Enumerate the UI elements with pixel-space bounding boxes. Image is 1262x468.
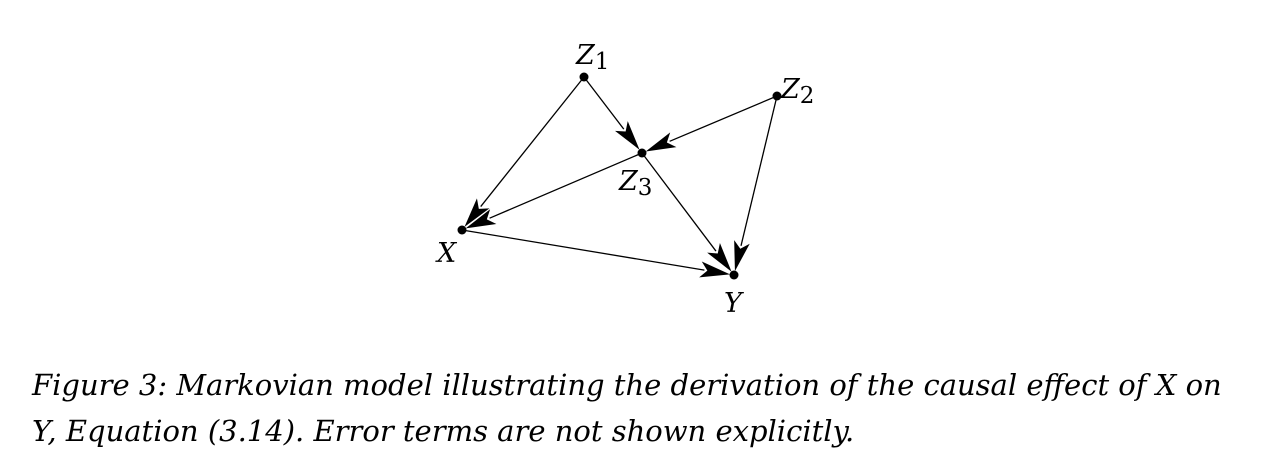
edges-group [461, 76, 778, 278]
node-y [729, 270, 739, 280]
node-label-z2: Z2 [780, 74, 814, 109]
figure-caption: Figure 3: Markovian model illustrating t… [32, 362, 1242, 454]
arrowhead-z1-to-z3 [615, 121, 640, 150]
node-label-z1: Z1 [575, 40, 609, 75]
edge-z3-to-x [489, 152, 643, 219]
caption-line-2: Y, Equation (3.14). Error terms are not … [32, 414, 855, 448]
node-label-y: Y [724, 288, 744, 319]
edge-z1-to-z3 [583, 76, 625, 130]
edge-z1-to-x [480, 76, 585, 207]
node-label-z3: Z3 [618, 166, 652, 201]
arrowhead-z2-to-z3 [645, 132, 677, 152]
node-z3 [637, 148, 647, 158]
caption-line-1: Figure 3: Markovian model illustrating t… [32, 368, 1222, 402]
arrowhead-z2-to-y [734, 240, 750, 272]
edge-z2-to-y [740, 95, 778, 246]
edge-z3-to-y [641, 152, 717, 252]
arrowhead-x-to-y [699, 261, 731, 278]
arrowhead-z3-to-y [707, 243, 732, 272]
node-z2 [772, 91, 782, 101]
node-z1 [579, 72, 589, 82]
arrowhead-z3-to-x [465, 209, 497, 229]
node-label-x: X [435, 238, 458, 269]
arrowhead-z1-to-x [464, 198, 490, 227]
node-x [457, 225, 467, 235]
edge-z2-to-z3 [669, 95, 778, 142]
edge-x-to-y [461, 229, 705, 271]
